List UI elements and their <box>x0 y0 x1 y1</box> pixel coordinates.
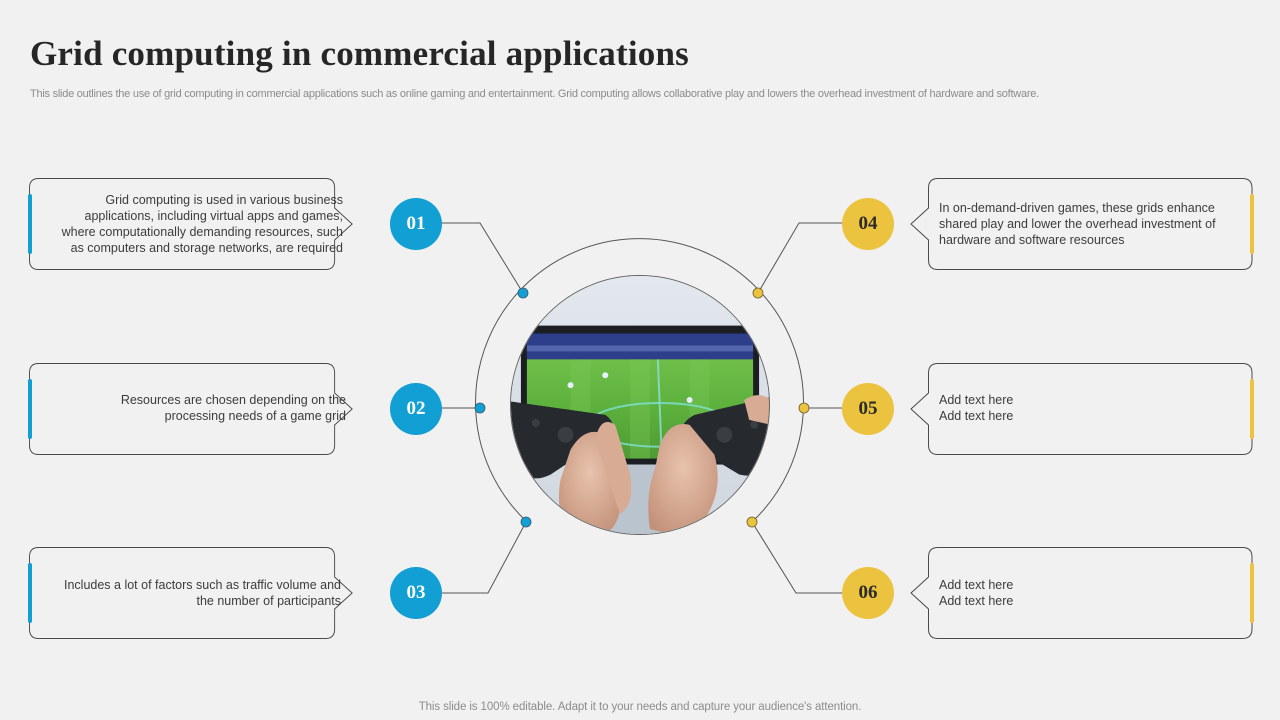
slide-title: Grid computing in commercial application… <box>30 34 689 73</box>
text-line: shared play and lower the overhead inves… <box>939 217 1216 231</box>
text-line: Add text here <box>939 409 1014 423</box>
text-box-01[interactable]: Grid computing is used in various busine… <box>28 178 354 270</box>
connector-03 <box>441 521 527 594</box>
step-number-03: 03 <box>390 567 442 619</box>
dot-03 <box>520 516 532 528</box>
text-line: as computers and storage networks, are r… <box>70 241 343 255</box>
callout-frame <box>29 178 353 270</box>
step-number-04: 04 <box>842 198 894 250</box>
text-line: where computationally demanding resource… <box>61 225 343 239</box>
accent-bar <box>28 194 32 254</box>
step-number-05: 05 <box>842 383 894 435</box>
text-line: processing needs of a game grid <box>164 409 346 423</box>
box-text: Add text here Add text here <box>939 392 1235 424</box>
accent-bar <box>28 563 32 623</box>
text-line: Grid computing is used in various busine… <box>105 193 343 207</box>
connector-01 <box>441 222 524 294</box>
box-text: Add text here Add text here <box>939 577 1235 609</box>
box-text: In on-demand-driven games, these grids e… <box>939 200 1235 248</box>
step-number-label: 01 <box>406 213 426 234</box>
dot-01 <box>517 287 529 299</box>
text-line: Add text here <box>939 578 1014 592</box>
accent-bar <box>1250 379 1254 439</box>
text-line: Add text here <box>939 393 1014 407</box>
text-line: the number of participants <box>196 594 341 608</box>
slide-subtitle: This slide outlines the use of grid comp… <box>30 88 1039 100</box>
connector-04 <box>757 222 842 294</box>
gamepad-photo-icon <box>511 276 769 534</box>
slide-footer: This slide is 100% editable. Adapt it to… <box>418 701 862 713</box>
dot-05 <box>798 402 810 414</box>
text-line: Resources are chosen depending on the <box>120 393 346 407</box>
text-line: hardware and software resources <box>939 233 1125 247</box>
text-line: Includes a lot of factors such as traffi… <box>64 578 341 592</box>
box-text: Grid computing is used in various busine… <box>41 192 343 256</box>
text-box-05[interactable]: Add text here Add text here <box>910 363 1254 455</box>
gaming-photo <box>510 275 770 535</box>
step-number-label: 02 <box>406 398 426 419</box>
callout-frame <box>910 178 1253 270</box>
text-line: Add text here <box>939 594 1014 608</box>
text-line: applications, including virtual apps and… <box>84 209 344 223</box>
text-box-06[interactable]: Add text here Add text here <box>910 547 1254 639</box>
callout-frame <box>29 363 353 455</box>
step-number-02: 02 <box>390 383 442 435</box>
callout-frame <box>910 547 1253 639</box>
step-number-label: 06 <box>858 582 878 603</box>
connector-06 <box>751 521 842 594</box>
text-line: In on-demand-driven games, these grids e… <box>939 201 1215 215</box>
box-text: Includes a lot of factors such as traffi… <box>41 577 341 609</box>
callout-frame <box>29 547 353 639</box>
accent-bar <box>1250 563 1254 623</box>
box-text: Resources are chosen depending on the pr… <box>41 392 346 424</box>
dot-02 <box>474 402 486 414</box>
step-number-label: 03 <box>406 582 426 603</box>
dot-06 <box>746 516 758 528</box>
step-number-label: 05 <box>858 398 878 419</box>
step-number-01: 01 <box>390 198 442 250</box>
callout-frame <box>910 363 1253 455</box>
step-number-label: 04 <box>858 213 878 234</box>
text-box-02[interactable]: Resources are chosen depending on the pr… <box>28 363 354 455</box>
accent-bar <box>1250 194 1254 254</box>
dot-04 <box>752 287 764 299</box>
text-box-03[interactable]: Includes a lot of factors such as traffi… <box>28 547 354 639</box>
text-box-04[interactable]: In on-demand-driven games, these grids e… <box>910 178 1254 270</box>
step-number-06: 06 <box>842 567 894 619</box>
accent-bar <box>28 379 32 439</box>
